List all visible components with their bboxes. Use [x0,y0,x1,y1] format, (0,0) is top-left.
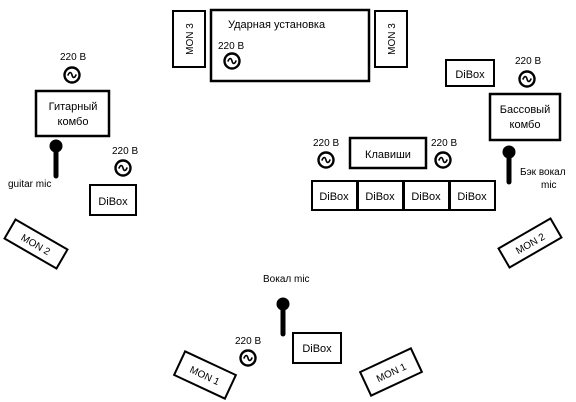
keys-power-right-label: 220 В [431,138,457,149]
guitar-power-outlet-icon [63,66,81,84]
keys-power-left-label: 220 В [313,138,339,149]
guitar-dibox [89,184,137,216]
guitar-dibox-power-label: 220 В [112,146,138,157]
keys-dibox-2-label: DiBox [365,191,395,203]
guitar-amp-label-line2: комбо [58,116,89,128]
keys-label: Клавиши [365,149,411,161]
vocal-power-label: 220 В [235,336,261,347]
bass-power-label: 220 В [515,56,541,67]
keys-dibox-3 [403,180,450,211]
guitar-dibox-power-outlet-icon [114,159,132,177]
drums-power-label: 220 В [218,41,244,52]
keys-dibox-1-label: DiBox [319,191,349,203]
bass-power-outlet-icon [518,70,536,88]
guitar-dibox-label: DiBox [98,196,128,208]
vocal-dibox [292,332,342,364]
bass-dibox [445,59,495,87]
mon3-left-label: MON 3 [185,23,196,55]
bass-amp-label-line1: Бассовый [500,104,550,116]
vocal-power-outlet-icon [239,349,257,367]
vocal-dibox-label: DiBox [302,343,332,355]
keys-dibox-3-label: DiBox [411,191,441,203]
backvocal-mic-icon [503,146,516,183]
drums-label: Ударная установка [228,19,326,31]
vocal-mic-icon [277,298,290,335]
guitar-power-label: 220 В [60,52,86,63]
backvocal-label-line2: mic [541,180,557,191]
keys-power-left-outlet-icon [317,151,335,169]
bass-dibox-label: DiBox [455,69,485,81]
keys-dibox-row: DiBox DiBox DiBox DiBox [311,180,496,211]
monitor-mon2-left: MON 2 [3,218,69,270]
drums-box [209,8,371,83]
keys-power-right-outlet-icon [434,151,452,169]
monitor-mon2-right: MON 2 [497,217,563,269]
monitor-mon1-right: MON 1 [358,347,424,397]
guitar-amp-label-line1: Гитарный [49,101,98,113]
keys-dibox-4-label: DiBox [457,191,487,203]
mon3-right-label: MON 3 [387,23,398,55]
guitar-amp-box [34,89,111,138]
guitar-mic-label: guitar mic [8,179,51,190]
drums-power-outlet-icon [223,52,241,70]
backvocal-label-line1: Бэк вокал [520,167,566,178]
monitor-mon3-left: MON 3 [172,10,206,68]
keys-box [348,136,428,170]
vocal-mic-label: Вокал mic [263,274,310,285]
bass-amp-label-line2: комбо [510,119,541,131]
bass-amp-box [488,92,562,142]
keys-dibox-1 [311,180,358,211]
monitor-mon1-left: MON 1 [172,350,238,400]
monitor-mon3-right: MON 3 [374,10,408,68]
guitar-mic-icon [50,140,63,177]
keys-dibox-4 [449,180,496,211]
